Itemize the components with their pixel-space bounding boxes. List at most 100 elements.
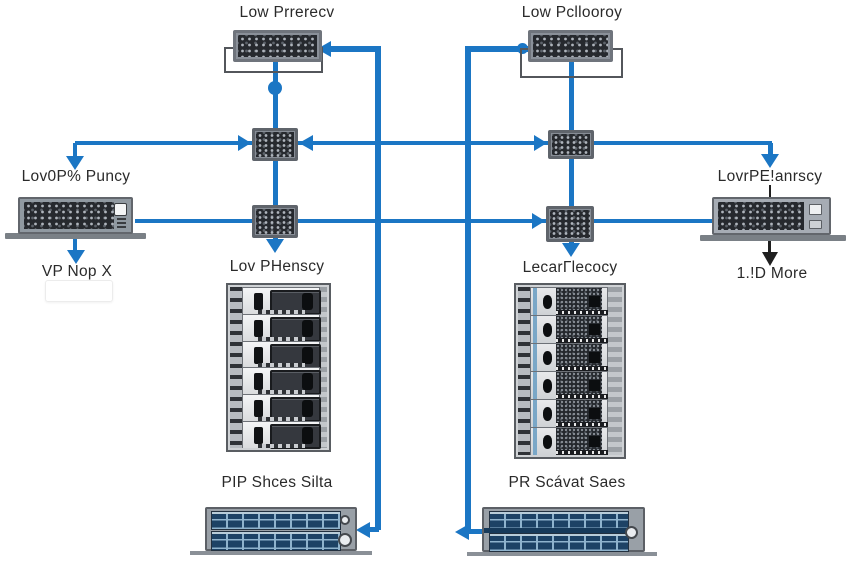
label-left-rack: Lov PHenscy [229, 258, 325, 275]
drive-handle-icon [543, 351, 552, 365]
vent-mesh-icon [550, 210, 590, 238]
drive-handle-icon [543, 435, 552, 449]
arrow-into-switch1-right-icon [299, 135, 313, 151]
drive-tab-icon [302, 319, 313, 337]
connector-left-caption-stub [73, 239, 77, 251]
unit-divider [556, 394, 608, 399]
arrow-down-left-appliance-icon [66, 156, 84, 170]
server-rack-right [514, 283, 626, 459]
drive-tab-icon [254, 293, 263, 310]
unit-divider [556, 450, 608, 455]
indicator-light-icon [809, 220, 822, 229]
connector-vertical-mid-right [465, 46, 471, 532]
indicator-light-icon [809, 204, 822, 215]
unit-divider [556, 310, 608, 315]
connector-right-caption-stub [768, 241, 771, 254]
connector-corner-right [768, 143, 773, 156]
caption-right-appliance: 1.!D More [736, 265, 808, 282]
unit-blue-stripe [533, 288, 537, 315]
drive-tab-icon [302, 427, 313, 445]
arrow-down-right-appliance-icon [761, 154, 779, 168]
drive-tab-icon [589, 380, 600, 391]
arrow-down-left-rack-icon [266, 239, 284, 253]
vent-mesh-icon [238, 35, 317, 57]
rack-unit [530, 399, 608, 427]
drive-tab-icon [589, 408, 600, 419]
unit-divider [556, 422, 608, 427]
label-bottom-right-chassis: PR Scávat Saes [508, 474, 626, 491]
label-bottom-left-chassis: PIP Shces Silta [221, 474, 333, 491]
vent-mesh-icon [718, 202, 804, 230]
rack-unit [530, 371, 608, 399]
junction-dot-topleft [268, 81, 282, 95]
blade-panel-icon [489, 533, 629, 552]
switch-3 [548, 130, 594, 159]
bottom-left-chassis-device [205, 507, 357, 551]
drive-tab-icon [302, 373, 313, 391]
rack-unit [242, 394, 321, 423]
drive-tab-icon [302, 400, 313, 418]
rack-unit [242, 421, 321, 450]
chassis-base [190, 551, 372, 555]
switch-1 [252, 128, 298, 161]
vent-mesh-icon [256, 209, 294, 234]
vent-mesh-icon [256, 132, 294, 157]
unit-blue-stripe [533, 400, 537, 427]
vent-mesh-icon [552, 134, 590, 155]
left-appliance-stand [5, 233, 146, 239]
unit-divider [258, 443, 306, 448]
drive-handle-icon [543, 407, 552, 421]
vent-mesh-icon [533, 35, 608, 57]
drive-handle-icon [543, 379, 552, 393]
connector-bottomleft-stub [365, 527, 379, 532]
connector-bottomright-stub [463, 529, 485, 534]
drive-tab-icon [302, 346, 313, 364]
bottom-right-chassis-device [482, 507, 645, 552]
connector-horizontal-upper [75, 141, 772, 145]
rack-unit [242, 367, 321, 396]
server-rack-left [226, 283, 331, 452]
connector-elbow-topright [469, 46, 528, 52]
right-appliance-device [712, 197, 831, 235]
switch-4 [546, 206, 594, 242]
connector-vertical-mid-left [375, 46, 381, 530]
connector-right-label-stub [769, 185, 771, 198]
power-button-icon [114, 203, 127, 216]
caption-left-appliance: VP Nop X [41, 263, 113, 280]
unit-blue-stripe [533, 372, 537, 399]
chassis-mid-stripe [484, 528, 629, 533]
unit-divider [556, 338, 608, 343]
arrow-bottom-right-chassis-icon [455, 524, 469, 540]
connector-corner-left [73, 143, 77, 158]
chassis-base [467, 552, 657, 556]
drive-tab-icon [254, 400, 263, 418]
arrow-into-switch1-left-icon [238, 135, 251, 151]
drive-tab-icon [254, 427, 263, 445]
unit-divider [258, 363, 306, 368]
drive-tab-icon [254, 346, 263, 364]
chassis-button-icon [338, 533, 352, 547]
blade-panel-icon [211, 531, 341, 551]
connector-elbow-topleft [329, 46, 381, 52]
port-marks-icon [117, 218, 126, 228]
unit-blue-stripe [533, 344, 537, 371]
chassis-button-icon [340, 515, 350, 525]
connector-horizontal-lower [135, 219, 712, 223]
rack-rail-icon [607, 287, 622, 455]
unit-divider [258, 417, 306, 422]
label-top-right-panel: Low Pcllooroy [521, 4, 623, 21]
drive-tab-icon [589, 352, 600, 363]
drive-tab-icon [589, 324, 600, 335]
blade-panel-icon [211, 511, 341, 530]
unit-divider [258, 390, 306, 395]
switch-2 [252, 205, 298, 238]
rack-unit [530, 343, 608, 371]
rack-unit [242, 340, 321, 369]
arrow-into-switch4-icon [532, 213, 545, 229]
rack-unit [530, 287, 608, 315]
ghost-box [45, 280, 113, 302]
drive-tab-icon [302, 293, 313, 310]
arrow-down-right-caption-icon [762, 252, 778, 266]
arrow-down-right-rack-icon [562, 243, 580, 257]
